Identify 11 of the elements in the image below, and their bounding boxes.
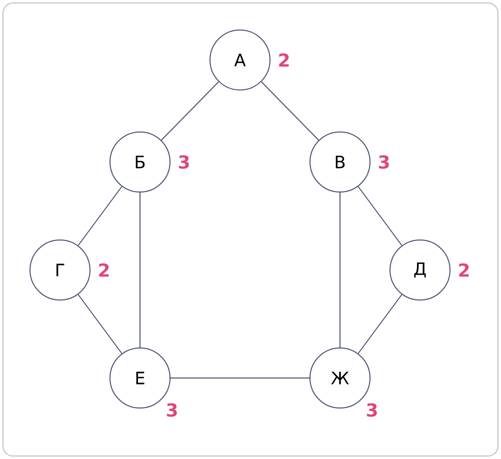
edge-line <box>78 186 122 246</box>
degree-label: 3 <box>178 155 189 169</box>
edge-line <box>160 81 220 141</box>
edge-line <box>358 294 402 354</box>
edge-line <box>358 186 402 246</box>
degree-label: 2 <box>279 53 289 67</box>
degree-label: 3 <box>378 155 389 169</box>
edge-line <box>260 81 320 141</box>
edge-line <box>78 294 122 354</box>
degree-label: 2 <box>459 263 469 277</box>
degree-label: 2 <box>99 263 109 277</box>
